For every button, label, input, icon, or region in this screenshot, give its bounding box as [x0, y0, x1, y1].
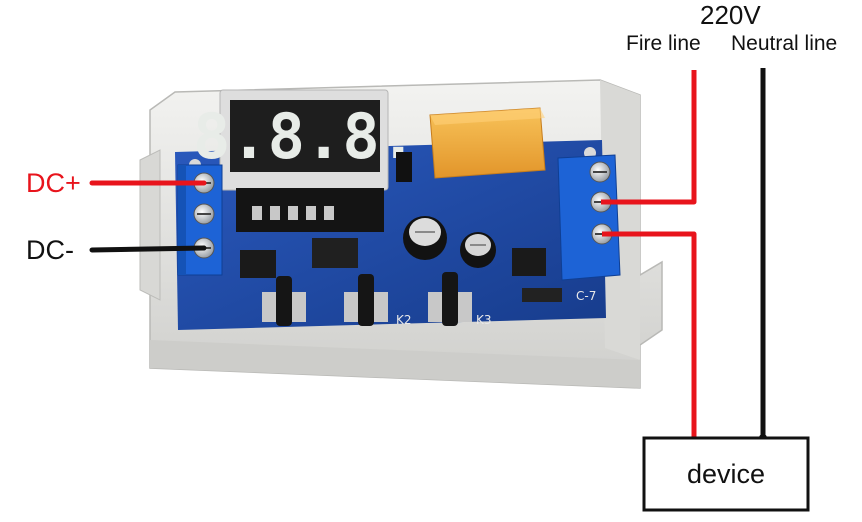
display-digits: 8.8.8. [193, 100, 417, 173]
push-button-k3 [428, 272, 472, 326]
fire-line-label: Fire line [626, 32, 701, 55]
terminal-screw-icon [193, 203, 215, 225]
capacitor-icon [403, 216, 447, 260]
dc-plus-label: DC+ [26, 168, 81, 198]
capacitor-icon [460, 232, 496, 268]
fire-line-wire [601, 70, 697, 205]
terminal-screw-icon [589, 161, 611, 183]
dc-minus-wire [89, 245, 207, 253]
components [240, 152, 562, 302]
dc-minus-label: DC- [26, 235, 74, 265]
terminal-block-right [557, 154, 621, 281]
board-label-k3: K3 [476, 313, 492, 327]
board-label-k2: K2 [396, 313, 412, 327]
neutral-line-label: Neutral line [731, 32, 838, 55]
board-label-c7: C-7 [576, 289, 596, 303]
device-feed-wire [602, 231, 697, 438]
device-box [642, 436, 810, 512]
push-button-k2 [344, 274, 388, 326]
relay [429, 107, 546, 179]
seven-segment-display: 8.8.8. [193, 89, 417, 232]
voltage-label: 220V [700, 0, 761, 30]
push-button-k1 [262, 276, 306, 326]
device-label: device [686, 458, 766, 489]
